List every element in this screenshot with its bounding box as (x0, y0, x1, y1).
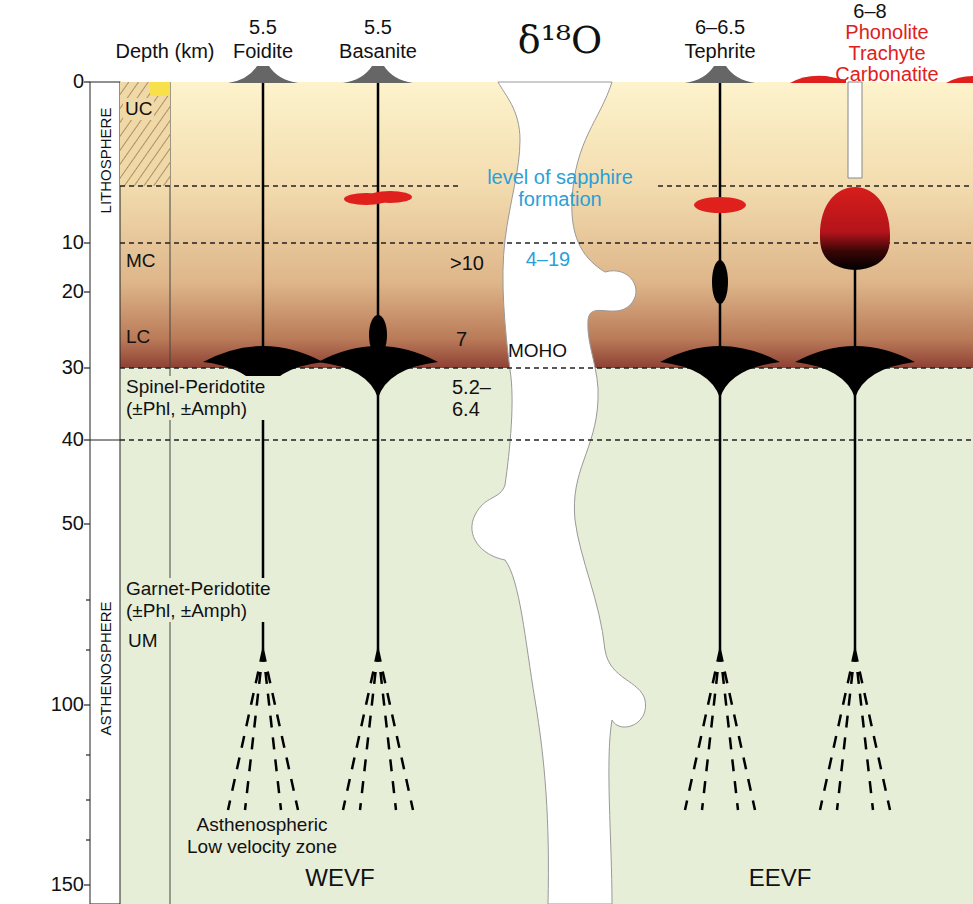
rock-label: Spinel-Peridotite (±Phl, ±Amph) (124, 376, 313, 420)
rock-type: Tephrite (670, 40, 770, 63)
column-line (170, 82, 171, 904)
depth-tick-label: 30 (34, 356, 84, 379)
isotope-value: 4–19 (518, 248, 578, 271)
upper-crust-hatch (120, 82, 170, 186)
depth-tick-label: 40 (34, 428, 84, 451)
conduits (263, 78, 855, 650)
boundary-label: MOHO (508, 340, 578, 362)
layer-name: LITHOSPHERE (97, 35, 114, 285)
crust-label: UC (123, 98, 154, 120)
isotope-value: >10 (450, 252, 500, 275)
depth-tick-label: 20 (34, 280, 84, 303)
depth-tick-label: 50 (34, 512, 84, 535)
axis-title: Depth (km) (105, 40, 225, 63)
rock-label: Garnet-Peridotite (±Phl, ±Amph) (124, 578, 318, 622)
sapphire-level-note: level of sapphire formation (465, 166, 655, 210)
level-lines (120, 186, 973, 440)
isotope-value: 6–8 (840, 0, 900, 23)
isotope-value: 5.5 (348, 16, 408, 39)
zone-label: Asthenospheric Low velocity zone (177, 814, 347, 858)
rock-type: Phonolite Trachyte Carbonatite (825, 22, 950, 85)
field-name: WEVF (290, 864, 390, 892)
isotope-value: 6–6.5 (680, 16, 760, 39)
crust-label: LC (126, 326, 166, 348)
isotope-title: δ¹⁸O (505, 18, 615, 62)
depth-tick-label: 10 (34, 231, 84, 254)
rock-type: Foidite (213, 40, 313, 63)
mantle-label: UM (126, 630, 160, 652)
depth-tick-label: 0 (34, 70, 84, 93)
field-name: EEVF (730, 864, 830, 892)
layer-name: ASTHENOSPHERE (97, 518, 114, 818)
column-divider (90, 440, 120, 441)
rock-type: Basanite (323, 40, 433, 63)
magma-bodies (344, 82, 890, 270)
sediment-cover (150, 82, 170, 96)
depth-tick-label: 150 (34, 873, 84, 896)
source-fans (228, 650, 890, 810)
isotope-value: 5.2– 6.4 (452, 376, 504, 420)
isotope-value: 5.5 (233, 16, 293, 39)
depth-tick-label: 100 (34, 693, 84, 716)
depth-ticks (84, 82, 90, 885)
isotope-value: 7 (456, 328, 486, 351)
crust-label: MC (126, 250, 166, 272)
volcanoes (228, 66, 755, 83)
